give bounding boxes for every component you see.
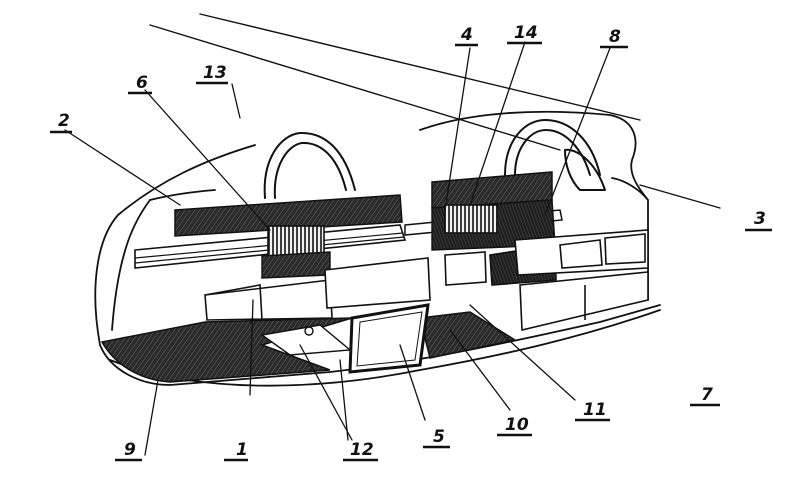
svg-text:4: 4 (460, 25, 473, 45)
roof-arches (263, 119, 606, 199)
svg-text:6: 6 (136, 73, 148, 93)
callout-14: 14 (507, 23, 542, 45)
callout-4: 4 (455, 25, 478, 47)
svg-text:10: 10 (505, 415, 529, 435)
callout-12: 12 (343, 440, 378, 462)
callout-10: 10 (497, 415, 532, 437)
svg-text:12: 12 (350, 440, 374, 460)
seat-right (444, 204, 498, 234)
svg-text:2: 2 (58, 111, 70, 131)
callout-6: 6 (128, 73, 152, 95)
callout-7: 7 (690, 385, 720, 407)
callout-11: 11 (575, 400, 610, 422)
leader-lines (64, 41, 611, 456)
seat-left (261, 225, 331, 279)
svg-text:7: 7 (701, 385, 713, 405)
svg-text:14: 14 (514, 23, 538, 43)
callout-3: 3 (745, 209, 772, 232)
callout-labels: 1 2 3 4 5 6 7 8 9 10 11 12 13 14 (50, 23, 772, 462)
svg-text:8: 8 (609, 27, 621, 47)
callout-9: 9 (115, 440, 142, 462)
svg-text:13: 13 (203, 63, 227, 83)
svg-text:9: 9 (124, 440, 136, 460)
callout-1: 1 (224, 440, 248, 462)
guide-lines (149, 13, 721, 209)
callout-13: 13 (196, 63, 228, 85)
floor-hatch-door (348, 303, 430, 374)
callout-2: 2 (50, 111, 72, 134)
svg-text:3: 3 (754, 209, 766, 229)
svg-text:5: 5 (433, 427, 445, 447)
svg-text:11: 11 (583, 400, 607, 420)
lower-cabinets (204, 229, 649, 332)
floor (100, 311, 517, 383)
callout-5: 5 (423, 427, 450, 449)
svg-text:1: 1 (236, 440, 248, 460)
callout-8: 8 (600, 27, 628, 49)
